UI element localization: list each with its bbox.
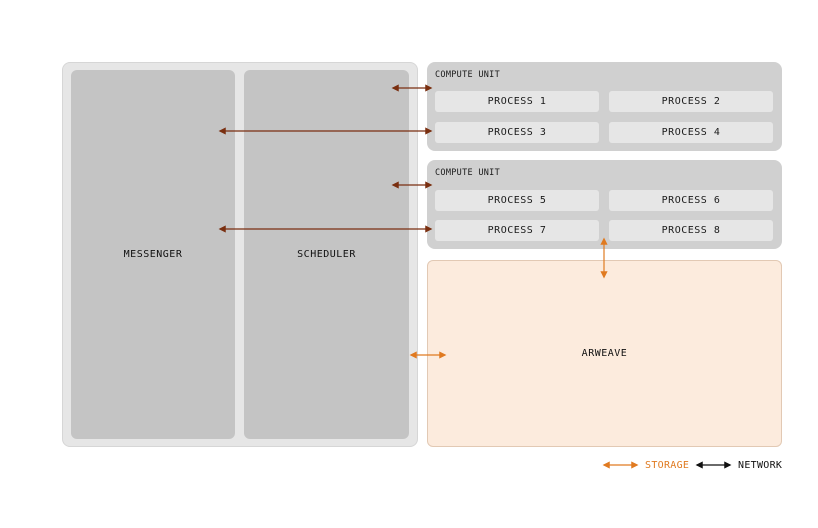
compute-unit-title: COMPUTE UNIT	[435, 168, 501, 178]
process-1: PROCESS 1	[435, 91, 599, 112]
process-6: PROCESS 6	[609, 190, 773, 211]
process-2: PROCESS 2	[609, 91, 773, 112]
scheduler-label: SCHEDULER	[297, 249, 356, 260]
process-8: PROCESS 8	[609, 220, 773, 241]
process-4: PROCESS 4	[609, 122, 773, 143]
legend-storage-label: STORAGE	[645, 460, 690, 471]
process-3: PROCESS 3	[435, 122, 599, 143]
messenger-block: MESSENGER	[71, 70, 235, 439]
legend-network-label: NETWORK	[738, 460, 783, 471]
scheduler-block: SCHEDULER	[244, 70, 409, 439]
messenger-label: MESSENGER	[123, 249, 183, 260]
arweave-block: ARWEAVE	[427, 260, 782, 447]
process-5: PROCESS 5	[435, 190, 599, 211]
compute-unit-title: COMPUTE UNIT	[435, 70, 501, 80]
process-7: PROCESS 7	[435, 220, 599, 241]
arweave-label: ARWEAVE	[581, 348, 628, 359]
